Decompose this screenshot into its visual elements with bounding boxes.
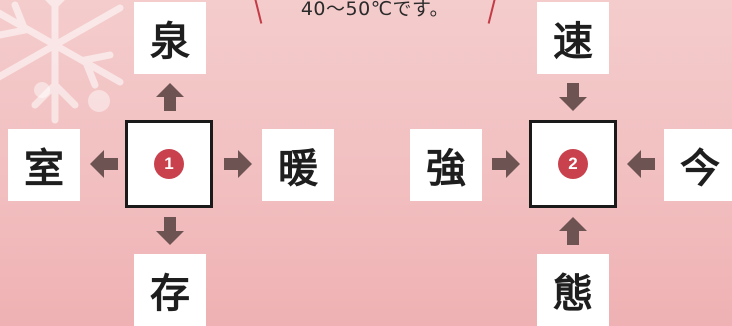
arrow-right-icon xyxy=(224,150,252,178)
arrow-up-icon xyxy=(156,83,184,111)
puzzle-1-answer-box[interactable]: 1 xyxy=(125,120,213,208)
puzzle-1-left-kanji: 室 xyxy=(8,129,80,201)
decor-dot xyxy=(88,90,110,112)
arrow-left-icon xyxy=(627,150,655,178)
snowflake-decoration-icon xyxy=(0,0,124,124)
decor-dot xyxy=(34,82,50,98)
puzzle-2-bottom-kanji: 態 xyxy=(537,254,609,326)
puzzle-2-answer-box[interactable]: 2 xyxy=(529,120,617,208)
arrow-up-icon xyxy=(559,217,587,245)
puzzle-1-number-badge: 1 xyxy=(154,149,184,179)
hint-box: 40〜50℃です。 xyxy=(250,0,500,24)
arrow-left-icon xyxy=(90,150,118,178)
arrow-down-icon xyxy=(156,217,184,245)
puzzle-2-top-kanji: 速 xyxy=(537,2,609,74)
puzzle-1-right-kanji: 暖 xyxy=(262,129,334,201)
arrow-down-icon xyxy=(559,83,587,111)
arrow-right-icon xyxy=(492,150,520,178)
puzzle-2-number-badge: 2 xyxy=(558,149,588,179)
puzzle-1-top-kanji: 泉 xyxy=(134,2,206,74)
puzzle-2-left-kanji: 強 xyxy=(410,129,482,201)
puzzle-2-right-kanji: 今 xyxy=(664,129,732,201)
hint-text: 40〜50℃です。 xyxy=(300,0,450,20)
puzzle-1-bottom-kanji: 存 xyxy=(134,254,206,326)
